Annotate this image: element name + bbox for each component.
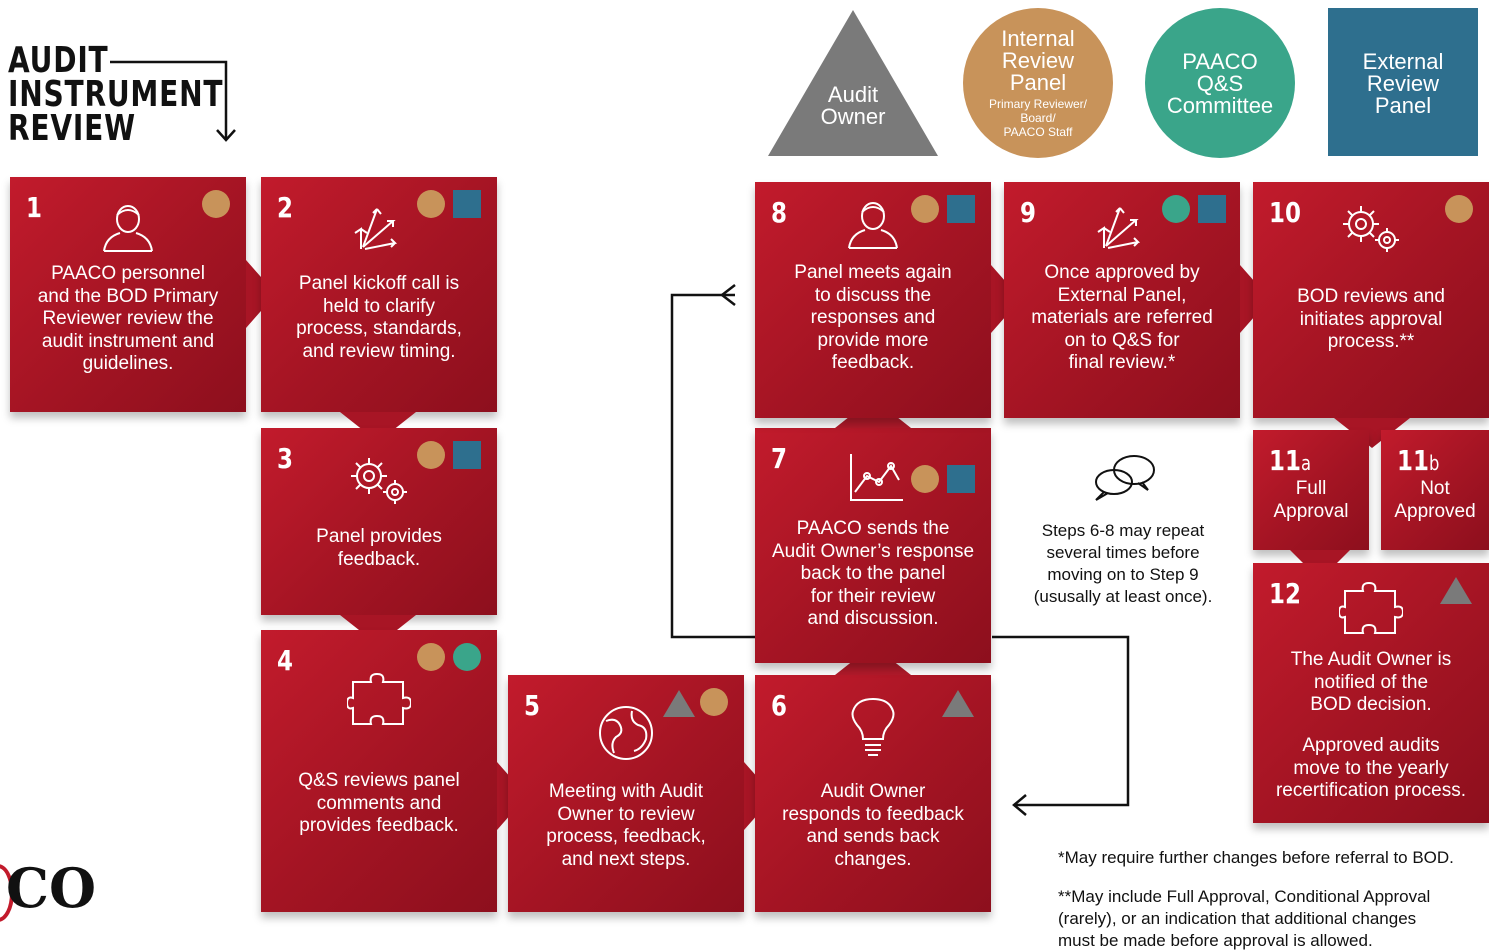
internal-panel-marker (417, 190, 445, 218)
step-3-text: Panel provides feedback. (316, 526, 442, 570)
step-11a-text: Full Approval (1273, 478, 1349, 522)
step-9-text: Once approved by External Panel, materia… (1031, 262, 1213, 373)
internal-panel-marker (911, 195, 939, 223)
step-4-card: 4 Q&S reviews panel comments and provide… (261, 630, 497, 912)
step-4-text: Q&S reviews panel comments and provides … (298, 770, 460, 836)
step-5-card: 5 Meeting with Audit Owner to review pro… (508, 675, 744, 912)
step-number: 11b (1397, 444, 1440, 477)
step-2-text: Panel kickoff call is held to clarify pr… (296, 273, 462, 362)
person-icon (848, 202, 898, 249)
step-8-card: 8 Panel meets again to discuss the respo… (755, 182, 991, 418)
step-11b-card: 11b Not Approved (1381, 430, 1489, 550)
step-10-card: 10 BOD reviews and initiates approval pr… (1253, 182, 1489, 418)
external-panel-marker (453, 441, 481, 469)
legend-audit-owner-shape (768, 10, 938, 156)
audit-owner-marker (1440, 577, 1472, 604)
internal-panel-marker (911, 465, 939, 493)
step-9-card: 9 Once approved by External Panel, mater… (1004, 182, 1240, 418)
step-12-text-2: Approved audits move to the yearly recer… (1275, 735, 1467, 801)
gears-icon (1343, 206, 1399, 252)
step-number: 10 (1269, 196, 1301, 229)
step-2-card: 2 Panel kickoff call is held to clarify … (261, 177, 497, 412)
qs-committee-marker (453, 643, 481, 671)
footnote-1: *May require further changes before refe… (1058, 848, 1454, 867)
legend-internal-panel-shape (963, 8, 1113, 158)
step-number: 11a (1269, 444, 1312, 477)
internal-panel-marker (417, 441, 445, 469)
step-7-card: 7 PAACO sends the Audit Owner’s response… (755, 428, 991, 663)
legend-external-panel-shape (1328, 8, 1478, 156)
legend-qs-committee-shape (1145, 8, 1295, 158)
step-number: 2 (277, 191, 293, 224)
internal-panel-marker (417, 643, 445, 671)
step-number: 4 (277, 644, 293, 677)
internal-panel-marker (700, 688, 728, 716)
external-panel-marker (1198, 195, 1226, 223)
globe-icon (599, 706, 653, 760)
logo: CO (0, 856, 96, 922)
step-8-text: Panel meets again to discuss the respons… (794, 262, 952, 373)
speech-bubbles-icon (1095, 455, 1155, 501)
chart-icon (850, 454, 903, 501)
step-number: 5 (524, 689, 540, 722)
repeat-note: Steps 6-8 may repeat several times befor… (1033, 521, 1213, 606)
arrows-icon (1097, 207, 1141, 249)
external-panel-marker (947, 195, 975, 223)
step-11b-text: Not Approved (1394, 478, 1476, 522)
step-number: 12 (1269, 577, 1301, 610)
external-panel-marker (947, 465, 975, 493)
step-number: 8 (771, 196, 787, 229)
lightbulb-icon (851, 697, 895, 756)
person-icon (103, 205, 153, 252)
page-title: AUDIT INSTRUMENT REVIEW (8, 40, 224, 149)
audit-owner-marker (663, 690, 695, 717)
step-5-text: Meeting with Audit Owner to review proce… (546, 781, 706, 870)
legend-qs-committee: PAACO Q&S Committee (1166, 49, 1274, 118)
step-number: 7 (771, 442, 787, 475)
legend-internal-panel: Internal Review Panel (1001, 26, 1075, 95)
external-panel-marker (453, 190, 481, 218)
step-number: 6 (771, 689, 787, 722)
legend-external-panel: External Review Panel (1362, 49, 1444, 118)
audit-owner-marker (942, 690, 974, 717)
logo-text: CO (6, 856, 97, 920)
puzzle-icon (1339, 581, 1403, 634)
title-arrow (110, 60, 236, 142)
step-number: 9 (1020, 196, 1036, 229)
step-11a-card: 11a Full Approval (1253, 430, 1369, 550)
step-3-card: 3 Panel provides feedback. (261, 428, 497, 615)
legend-internal-panel-sub: Primary Reviewer/ Board/ PAACO Staff (988, 97, 1087, 139)
legend-audit-owner: Audit Owner (820, 82, 886, 129)
internal-panel-marker (202, 190, 230, 218)
step-number: 3 (277, 442, 293, 475)
gears-icon (351, 458, 407, 504)
step-12-text: The Audit Owner is notified of the BOD d… (1290, 649, 1452, 715)
step-1-card: 1 PAACO personnel and the BOD Primary Re… (10, 177, 246, 412)
step-7-text: PAACO sends the Audit Owner’s response b… (771, 518, 975, 629)
step-10-text: BOD reviews and initiates approval proce… (1297, 286, 1445, 352)
arrows-icon (354, 208, 398, 250)
qs-committee-marker (1162, 195, 1190, 223)
internal-panel-marker (1445, 195, 1473, 223)
footnote-2: **May include Full Approval, Conditional… (1058, 887, 1431, 950)
step-6-card: 6 Audit Owner responds to feedback and s… (755, 675, 991, 912)
step-12-card: 12 The Audit Owner is notified of the BO… (1253, 563, 1489, 823)
step-6-text: Audit Owner responds to feedback and sen… (782, 781, 964, 870)
step-number: 1 (26, 191, 42, 224)
puzzle-icon (347, 672, 411, 725)
step-1-text: PAACO personnel and the BOD Primary Revi… (37, 263, 219, 374)
